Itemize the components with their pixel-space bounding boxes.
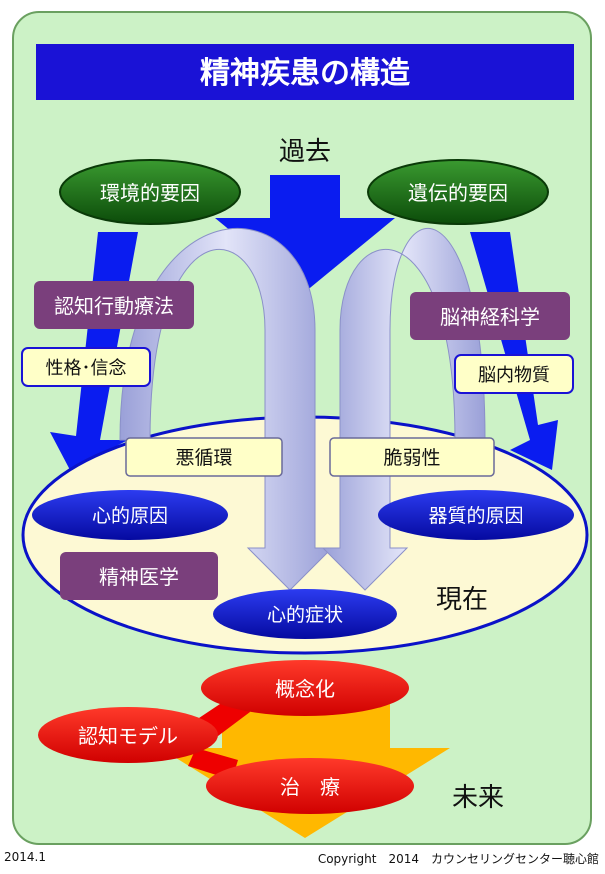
treatment-node xyxy=(206,758,414,814)
environmental-factor-node xyxy=(59,159,241,225)
organic-cause-node xyxy=(378,490,574,540)
footer-date: 2014.1 xyxy=(4,850,46,864)
brain-substances-tag-label: 脳内物質 xyxy=(478,365,550,386)
brain-substances-tag xyxy=(454,354,574,394)
symptoms-label: 心的症状 xyxy=(267,604,343,626)
personality-tag xyxy=(21,347,151,387)
psychiatry-box xyxy=(60,552,218,600)
personality-tag-label: 性格･信念 xyxy=(46,357,127,379)
environmental-factor-label: 環境的要因 xyxy=(100,181,200,205)
vulnerability-tag-label: 脆弱性 xyxy=(383,447,440,469)
label-present: 現在 xyxy=(436,585,488,615)
psychiatry-label: 精神医学 xyxy=(99,565,179,589)
page-title: 精神疾患の構造 xyxy=(200,56,410,91)
neuroscience-label: 脳神経科学 xyxy=(440,305,540,329)
central-down-arrow xyxy=(215,175,395,292)
label-past: 過去 xyxy=(279,137,331,167)
cognitive-model-label: 認知モデル xyxy=(78,724,178,748)
vicious-cycle-tag xyxy=(125,437,283,477)
genetic-factor-node xyxy=(367,159,549,225)
psychological-cause-label: 心的原因 xyxy=(92,505,168,527)
cbt-label: 認知行動療法 xyxy=(54,294,174,318)
psychological-cause-node xyxy=(32,490,228,540)
vicious-cycle-tag-label: 悪循環 xyxy=(175,447,232,469)
left-loop-arrow xyxy=(119,227,334,591)
genetic-factor-label: 遺伝的要因 xyxy=(408,181,508,205)
cognitive-model-node xyxy=(38,707,218,763)
symptoms-node xyxy=(213,589,397,639)
label-future: 未来 xyxy=(452,783,504,813)
conceptualization-node xyxy=(201,660,409,716)
title-bar xyxy=(36,44,574,100)
footer-copyright: Copyright 2014 カウンセリングセンター聴心館 xyxy=(317,852,599,866)
vulnerability-tag xyxy=(329,437,495,477)
organic-cause-label: 器質的原因 xyxy=(428,505,523,527)
right-diagonal-arrow xyxy=(470,232,558,470)
neuroscience-box xyxy=(410,292,570,340)
cbt-box xyxy=(34,281,194,329)
treatment-label: 治 療 xyxy=(280,775,340,799)
conceptualization-label: 概念化 xyxy=(275,677,335,701)
